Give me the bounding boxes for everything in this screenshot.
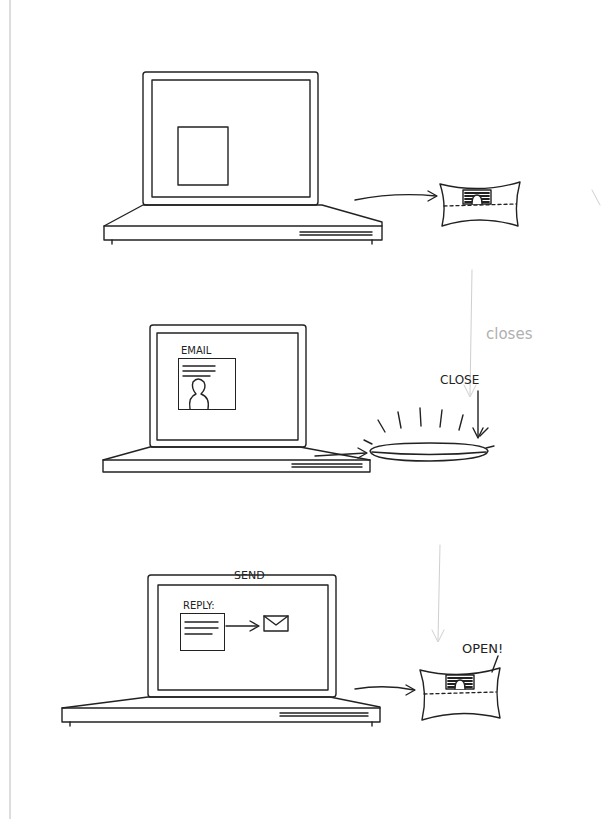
close-label: CLOSE — [440, 373, 479, 387]
window-heading: EMAIL — [181, 345, 211, 356]
faint-note: closes — [486, 325, 532, 343]
open-label: OPEN! — [462, 641, 503, 656]
window-heading: REPLY: — [183, 600, 215, 611]
send-label: SEND — [234, 569, 265, 582]
reply-window: REPLY: — [180, 613, 225, 651]
email-window: EMAIL — [178, 358, 236, 410]
